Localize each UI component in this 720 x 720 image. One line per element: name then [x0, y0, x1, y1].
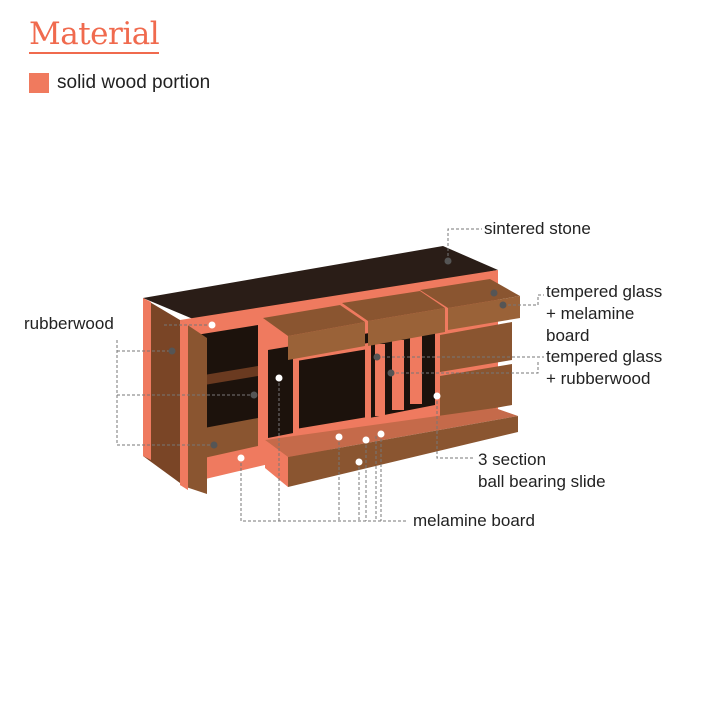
label-tempered-glass-rubberwood: tempered glass + rubberwood [546, 346, 662, 390]
legend-swatch [29, 73, 49, 93]
page-title: Material [29, 16, 160, 54]
label-tempered-glass-melamine: tempered glass + melamine board [546, 281, 662, 347]
bottom-drawer-front [288, 416, 518, 487]
center-arch [293, 342, 371, 436]
top-drawer-2 [342, 291, 445, 321]
label-line: + rubberwood [546, 369, 651, 388]
leader-tempered-melamine [503, 294, 544, 306]
left-drawer-front [204, 418, 258, 458]
right-door-lower [440, 364, 512, 418]
bottom-drawer-base [265, 408, 518, 457]
label-line: tempered glass [546, 282, 663, 301]
label-ball-bearing-slide: 3 section ball bearing slide [478, 449, 606, 493]
top-drawer-3 [420, 279, 520, 308]
stone-top [143, 246, 498, 324]
left-side-panel [143, 298, 180, 483]
label-line: + melamine [546, 304, 635, 323]
legend-label: solid wood portion [57, 72, 211, 93]
leader-sintered-stone [447, 228, 482, 261]
label-rubberwood: rubberwood [24, 314, 114, 333]
leader-ball-bearing [436, 396, 474, 459]
label-line: 3 section [478, 450, 547, 469]
top-drawer-1 [263, 305, 365, 336]
label-line: tempered glass [546, 347, 663, 366]
label-line: board [546, 326, 590, 345]
leader-melamine-board [240, 458, 408, 522]
legend: solid wood portion [29, 72, 210, 94]
label-melamine-board: melamine board [413, 511, 535, 530]
label-sintered-stone: sintered stone [484, 219, 591, 238]
label-line: ball bearing slide [478, 472, 606, 491]
right-door-upper [440, 322, 512, 372]
